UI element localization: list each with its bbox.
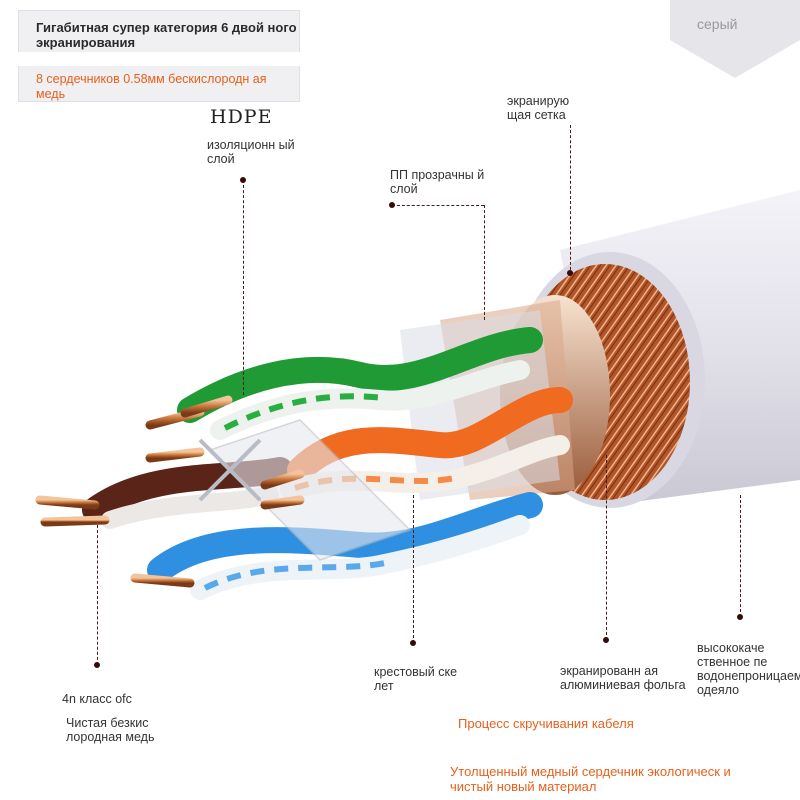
copper-conductors: [35, 395, 305, 588]
cross-skeleton-x: [198, 438, 262, 502]
conductor-leader: [97, 525, 98, 665]
info-box-subtitle: 8 сердечников 0.58мм бескислородн ая мед…: [36, 72, 267, 101]
conductor-class-label: 4n класс ofc: [62, 692, 132, 706]
insulation-dot: [240, 177, 246, 183]
pp-layer-dot: [389, 202, 395, 208]
pp-layer-label: ПП прозрачны й слой: [390, 168, 485, 196]
cross-frame-leader: [413, 495, 414, 643]
blue-stripe: [203, 560, 386, 591]
orange-pair-a: [287, 387, 573, 483]
aluminum-foil-dot: [603, 637, 609, 643]
pp-layer-leader-h: [392, 205, 484, 206]
shield-mesh-label: экранирую щая сетка: [507, 94, 570, 122]
green-pair-a: [177, 327, 543, 423]
orange-stripe: [294, 475, 456, 491]
color-tag-label: серый: [697, 16, 738, 32]
cross-frame-dot: [410, 640, 416, 646]
info-box-title: Гигабитная супер категория 6 двой ного э…: [36, 20, 297, 50]
pp-layer-leader: [484, 205, 485, 320]
color-tag: [670, 0, 800, 78]
jacket-label: высококаче ственное пе водонепроницаемое…: [697, 641, 800, 697]
thick-core-note: Утолщенный медный сердечник экологическ …: [450, 764, 731, 794]
hdpe-label: HDPE: [210, 106, 273, 128]
aluminum-foil-label: экранированн ая алюминиевая фольга: [560, 664, 686, 692]
insulation-label: изоляционн ый слой: [207, 138, 295, 166]
conductor-dot: [94, 662, 100, 668]
aluminum-foil-leader: [606, 455, 607, 640]
cross-skeleton: [208, 419, 412, 561]
insulation-leader: [243, 180, 244, 395]
twisting-note: Процесс скручивания кабеля: [458, 716, 634, 731]
jacket-dot: [737, 614, 743, 620]
green-stripe: [223, 393, 386, 431]
shield-mesh-leader: [570, 125, 571, 275]
pure-copper-label: Чистая безкис лородная медь: [66, 716, 155, 744]
cross-frame-label: крестовый ске лет: [374, 665, 458, 693]
shield-mesh-dot: [567, 270, 573, 276]
jacket-leader: [740, 495, 741, 617]
info-box-divider: [18, 52, 300, 66]
